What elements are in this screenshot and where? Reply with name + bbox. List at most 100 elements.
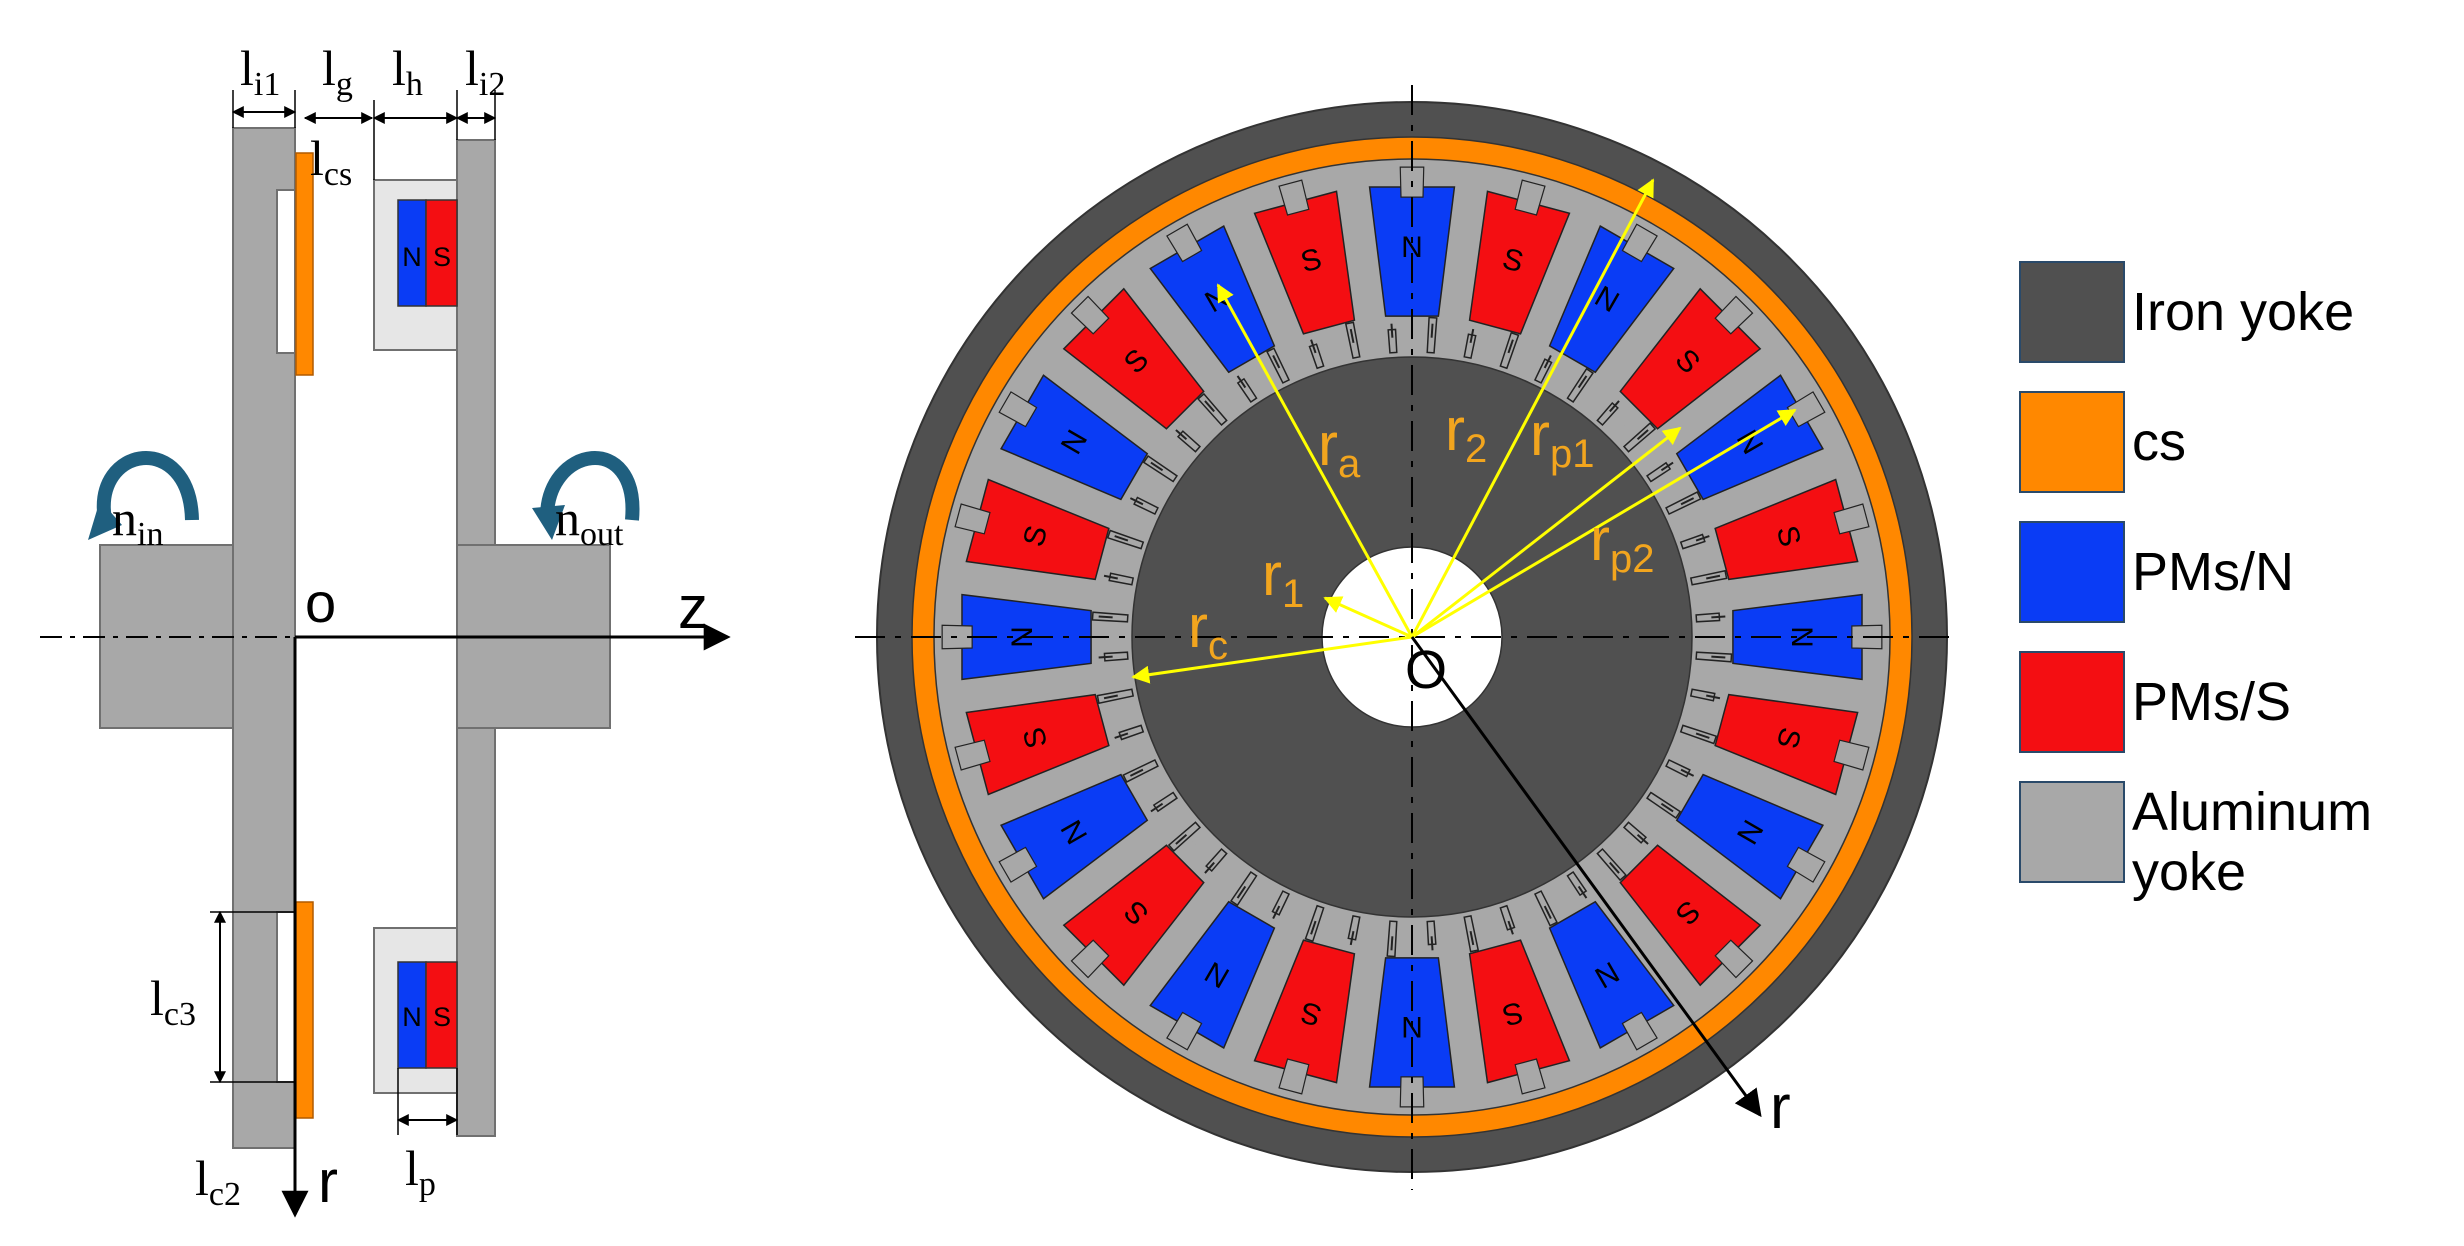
slot-dash	[1577, 375, 1588, 389]
pm-north-magnet: N	[1368, 166, 1456, 317]
legend-label-pms-n: PMs/N	[2132, 542, 2294, 602]
slot-dash	[1660, 802, 1674, 813]
front-r-label: r	[1770, 1073, 1791, 1142]
slot-dash	[1098, 655, 1113, 659]
radius-arrow-rp1	[1411, 426, 1682, 639]
slot-dash	[1129, 497, 1144, 506]
magnet-holder-tab	[1278, 179, 1310, 216]
pm-north-magnet: N	[1368, 957, 1456, 1108]
conductor-sheet-bottom	[295, 901, 314, 1119]
radius-arrow-rc	[1131, 635, 1413, 684]
slot-dash	[1695, 732, 1710, 739]
slot	[1387, 328, 1398, 354]
slot-dash	[1390, 936, 1394, 951]
pm-north-label: N	[1785, 626, 1818, 648]
front-origin-label: O	[1405, 640, 1447, 700]
label-lg: lg	[322, 40, 353, 103]
magnet-holder-tab	[1833, 503, 1870, 535]
radius-arrow-ra	[1216, 283, 1414, 638]
slot	[1271, 890, 1291, 916]
slot-dash	[1114, 535, 1129, 542]
pm-south-magnet: S	[1619, 844, 1762, 987]
legend-swatch-cs	[2019, 391, 2125, 493]
label-r2: r2	[1445, 396, 1487, 471]
magnet-holder-tab	[1621, 223, 1658, 263]
slot	[1679, 533, 1706, 550]
label-n-out: nout	[555, 490, 624, 553]
label-lp: lp	[405, 1140, 436, 1203]
magnet-holder-tab	[954, 503, 991, 535]
slot-dash	[1103, 574, 1118, 580]
slot-dash	[1711, 655, 1726, 659]
magnet-holder-tab	[1278, 1058, 1310, 1095]
side-r-label: r	[318, 1148, 338, 1215]
conductor-sheet-top	[295, 152, 314, 376]
rotation-arrow-in-head	[88, 500, 122, 540]
magnet-holder-tab	[1514, 1058, 1546, 1095]
legend-swatch-pms-n	[2019, 521, 2125, 623]
magnet-holder-tab	[1514, 179, 1546, 216]
slot-dash	[1103, 694, 1118, 700]
slot-dash	[1114, 732, 1129, 739]
radius-arrow-rp2	[1411, 408, 1797, 639]
slot-dash	[1636, 429, 1649, 440]
slot-dash	[1507, 339, 1514, 354]
slot-dash	[1706, 694, 1721, 700]
magnet-holder-tab	[1786, 391, 1826, 428]
slot-dash	[1175, 834, 1188, 845]
slot-dash	[1680, 768, 1695, 777]
pm-north-magnet: N	[998, 374, 1149, 501]
pm-north-magnet: N	[1732, 593, 1883, 681]
input-recess-bottom	[276, 911, 296, 1083]
pm-south-magnet: S	[1468, 939, 1571, 1095]
side-origin-label: o	[305, 571, 336, 634]
magnet-holder-tab	[941, 624, 973, 650]
label-lcs: lcs	[310, 130, 352, 193]
magnet-holder-tab	[1714, 295, 1754, 335]
slot-dash	[1543, 905, 1552, 920]
label-li2: li2	[465, 40, 505, 103]
slot-dash	[1129, 768, 1144, 777]
slot-dash	[1577, 885, 1588, 899]
slot-dash	[1636, 834, 1649, 845]
pm-north-magnet: N	[998, 773, 1149, 900]
label-lc3: lc3	[150, 970, 196, 1033]
magnet-holder-tab	[1070, 939, 1110, 979]
slot-dash	[1236, 375, 1247, 389]
rotation-arrow-in-icon	[96, 451, 199, 522]
slot-dash	[1204, 400, 1215, 413]
label-ra: ra	[1318, 411, 1361, 486]
slot	[1103, 651, 1129, 662]
aluminum-slots	[1091, 316, 1733, 958]
magnet-holder-tab	[1621, 1011, 1658, 1051]
side-magnet-s-top	[425, 199, 458, 307]
pm-south-magnet: S	[1714, 478, 1870, 581]
side-magnet-n-top-label: N	[402, 242, 422, 272]
pm-north-magnet: N	[1675, 773, 1826, 900]
front-r-axis	[1410, 636, 1762, 1118]
slot	[1665, 758, 1691, 778]
pm-south-magnet: S	[1062, 287, 1205, 430]
side-view: N S N S li1 lg	[40, 40, 731, 1218]
magnet-holder-tab	[1714, 939, 1754, 979]
label-r1: r1	[1262, 541, 1304, 616]
rotation-arrow-out-head	[532, 505, 565, 540]
slot-dash	[1543, 354, 1552, 369]
pm-south-magnet: S	[1619, 287, 1762, 430]
magnet-holder-tab	[1166, 223, 1203, 263]
slot	[1533, 358, 1553, 384]
pm-north-label: N	[1401, 231, 1423, 264]
slot-dash	[1204, 861, 1215, 874]
side-magnet-n-bottom	[397, 961, 427, 1069]
slot-dash	[1349, 931, 1355, 946]
pm-north-magnet: N	[1548, 900, 1675, 1051]
legend-swatch-aluminum-yoke	[2019, 781, 2125, 883]
slot-dash	[1430, 936, 1434, 951]
side-magnet-s-bottom-label: S	[433, 1002, 451, 1032]
slot-dash	[1695, 535, 1710, 542]
magnet-holder-tab	[1399, 1076, 1425, 1108]
magnet-holder-tab	[1070, 295, 1110, 335]
